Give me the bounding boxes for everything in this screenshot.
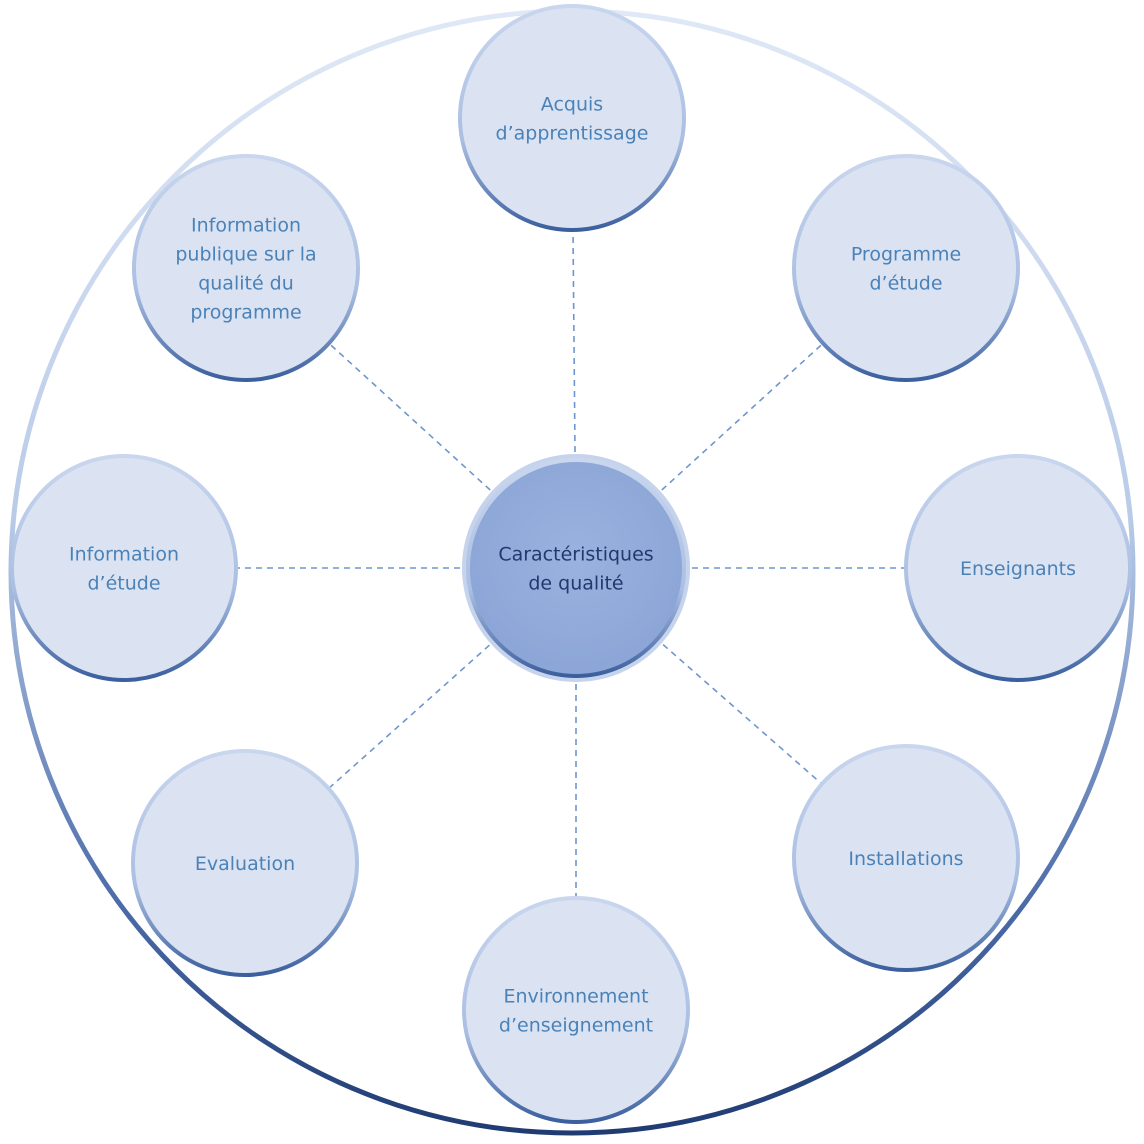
connector-programme-etude	[661, 344, 823, 491]
node-evaluation: Evaluation	[131, 749, 359, 977]
center-label-line-1: Caractéristiques	[498, 544, 653, 566]
node-circle-information-publique	[132, 154, 360, 382]
node-information-publique: Information publique sur la qualité du prog…	[132, 154, 360, 382]
node-information-etude: Information d’étude	[10, 454, 238, 682]
node-label-acquis-line-1: Acquis	[541, 94, 603, 116]
node-label-programme-etude-line-2: d’étude	[869, 273, 942, 295]
node-label-environnement: Environnement d’enseignement	[499, 986, 653, 1037]
node-label-enseignants-line-1: Enseignants	[960, 558, 1076, 580]
node-label-environnement-line-2: d’enseignement	[499, 1015, 653, 1037]
node-circle-environnement	[462, 896, 690, 1124]
node-label-acquis-line-2: d’apprentissage	[496, 123, 649, 145]
center-label-line-2: de qualité	[528, 573, 623, 595]
connectors	[238, 231, 904, 896]
node-label-acquis: Acquis d’apprentissage	[496, 94, 649, 145]
node-circle-enseignants	[904, 454, 1132, 682]
node-label-evaluation-line-1: Evaluation	[195, 853, 295, 875]
node-label-information-publique-line-2: publique sur la	[175, 244, 316, 266]
node-label-programme-etude: Programme d’étude	[851, 244, 961, 295]
node-label-information-publique-line-3: qualité du	[198, 273, 294, 295]
center-circle	[466, 458, 686, 678]
node-label-information-etude-line-1: Information	[69, 544, 179, 566]
node-label-installations-line-1: Installations	[848, 848, 963, 870]
node-label-information-etude-line-2: d’étude	[87, 573, 160, 595]
node-label-enseignants: Enseignants	[960, 558, 1076, 580]
connector-evaluation	[329, 644, 490, 788]
node-enseignants: Enseignants	[904, 454, 1132, 682]
node-label-information-publique: Information publique sur la qualité du prog…	[175, 215, 316, 324]
node-label-installations: Installations	[848, 848, 963, 870]
node-circle-acquis	[458, 4, 686, 232]
node-acquis: Acquis d’apprentissage	[458, 4, 686, 232]
center-node: Caractéristiques de qualité	[462, 454, 690, 682]
center-label: Caractéristiques de qualité	[498, 544, 653, 595]
node-label-information-publique-line-4: programme	[190, 302, 301, 324]
node-label-information-etude: Information d’étude	[69, 544, 179, 595]
connector-acquis	[572, 231, 576, 453]
node-label-evaluation: Evaluation	[195, 853, 295, 875]
connector-information-publique	[329, 344, 491, 491]
node-circle-information-etude	[10, 454, 238, 682]
node-environnement: Environnement d’enseignement	[462, 896, 690, 1124]
node-programme-etude: Programme d’étude	[792, 154, 1020, 382]
node-label-environnement-line-1: Environnement	[503, 986, 648, 1008]
node-installations: Installations	[792, 744, 1020, 972]
node-circle-installations	[792, 744, 1020, 972]
node-label-programme-etude-line-1: Programme	[851, 244, 961, 266]
node-circle-evaluation	[131, 749, 359, 977]
connector-installations	[662, 643, 821, 784]
node-label-information-publique-line-1: Information	[191, 215, 301, 237]
node-circle-programme-etude	[792, 154, 1020, 382]
